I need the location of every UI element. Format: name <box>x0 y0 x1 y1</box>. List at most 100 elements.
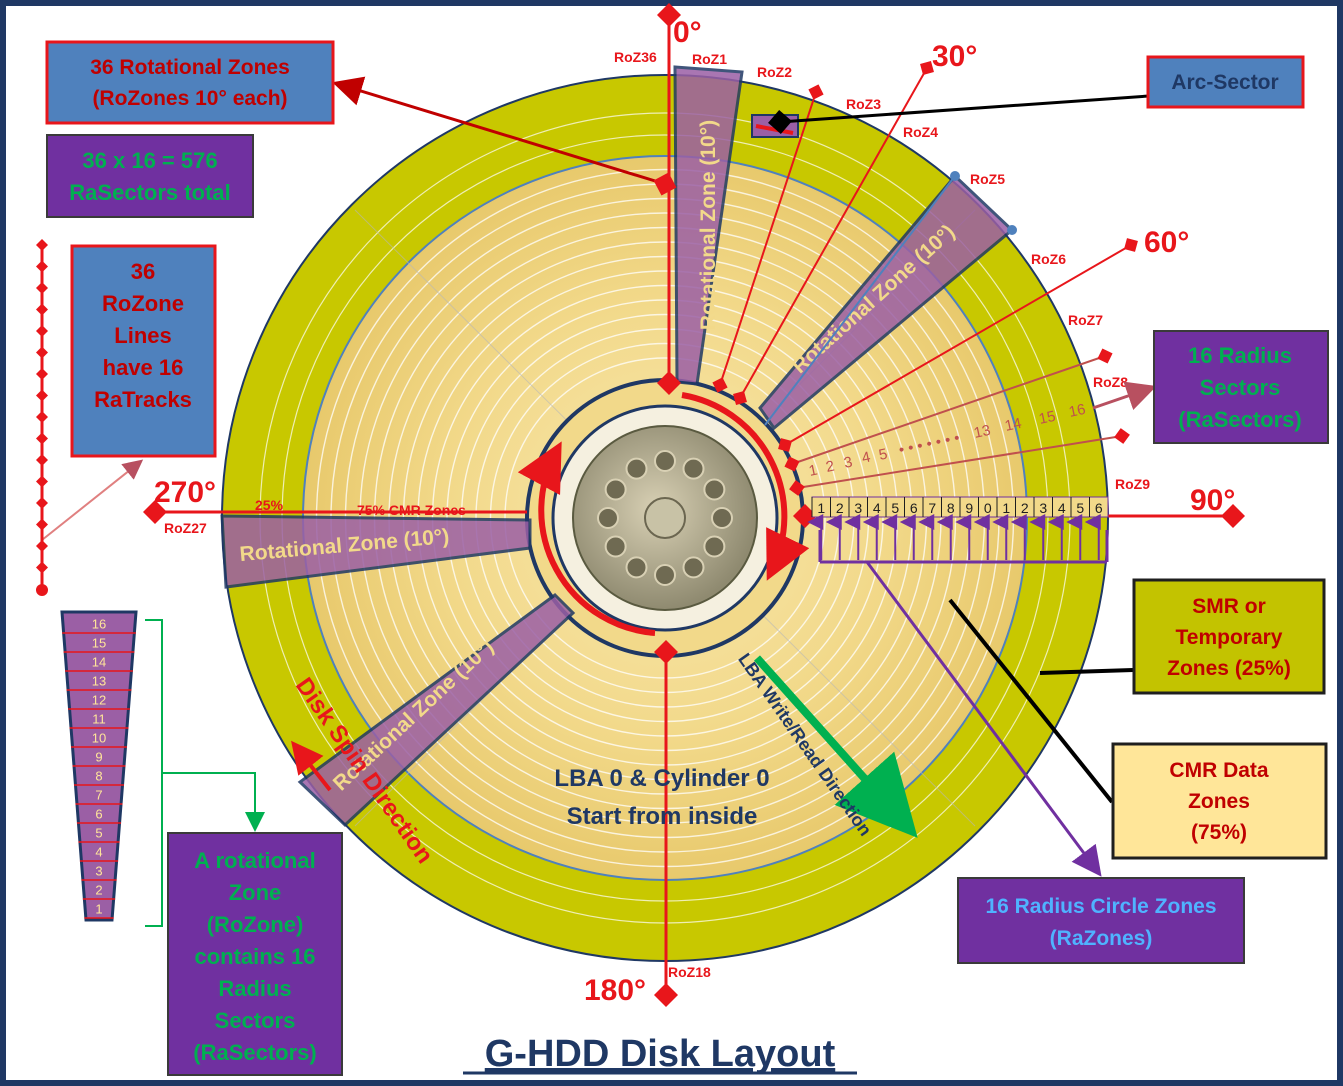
stack-sector-number: 15 <box>92 636 106 651</box>
zone-label-roz18: RoZ18 <box>668 964 711 980</box>
box-smr-zones: SMR or Temporary Zones (25%) <box>1132 578 1326 695</box>
pct-25-label: 25% <box>255 497 284 513</box>
svg-text:(RaSectors): (RaSectors) <box>193 1040 316 1065</box>
line-roz2 <box>712 84 824 393</box>
ra-sector-2: 2 <box>824 458 836 476</box>
stack-sector-number: 5 <box>95 826 102 841</box>
box-cmr-zones: CMR Data Zones (75%) <box>1111 742 1328 860</box>
zone-label-roz6: RoZ6 <box>1031 251 1066 267</box>
angle-270: 270° <box>154 476 216 509</box>
svg-text:(RaSectors): (RaSectors) <box>1178 407 1301 432</box>
zone-label-roz4: RoZ4 <box>903 124 938 140</box>
angle-60: 60° <box>1144 226 1189 259</box>
box-rotational-zone-contains: A rotational Zone (RoZone) contains 16 R… <box>167 832 343 1076</box>
stack-sector-number: 10 <box>92 731 106 746</box>
box-rozone-lines: 36 RoZone Lines have 16 RaTracks <box>70 244 217 458</box>
svg-text:RoZone: RoZone <box>102 291 184 316</box>
zone-label-roz1: RoZ1 <box>692 51 727 67</box>
svg-text:(RoZones 10° each): (RoZones 10° each) <box>92 87 287 110</box>
center-text-line2: Start from inside <box>567 803 758 830</box>
svg-text:Zones: Zones <box>1188 790 1250 813</box>
zone-label-roz9: RoZ9 <box>1115 476 1150 492</box>
page-title: G-HDD Disk Layout <box>485 1033 836 1075</box>
stack-sector-number: 8 <box>95 769 102 784</box>
stack-sector-number: 14 <box>92 655 106 670</box>
box-radius-sectors: 16 Radius Sectors (RaSectors) <box>1153 330 1329 444</box>
ra-sector-13: 13 <box>972 422 992 442</box>
svg-text:have 16: have 16 <box>103 355 184 380</box>
stack-sector-number: 12 <box>92 693 106 708</box>
track-number: 1 <box>817 500 825 516</box>
angle-90: 90° <box>1190 484 1235 517</box>
ra-sector-5: 5 <box>877 446 889 464</box>
center-text-line1: LBA 0 & Cylinder 0 <box>554 765 769 792</box>
stack-sector-number: 7 <box>95 788 102 803</box>
annotation-arrows <box>41 76 1178 927</box>
zone-label-roz36: RoZ36 <box>614 49 657 65</box>
stack-sector-number: 16 <box>92 617 106 632</box>
box-radius-circle-zones: 16 Radius Circle Zones (RaZones) <box>957 877 1245 964</box>
track-number: 8 <box>947 500 955 516</box>
svg-text:Sectors: Sectors <box>215 1008 296 1033</box>
svg-text:Zone: Zone <box>229 880 282 905</box>
svg-text:CMR Data: CMR Data <box>1169 759 1268 782</box>
track-number: 0 <box>984 500 992 516</box>
svg-text:Temporary: Temporary <box>1176 626 1283 649</box>
pct-75-cmr-label: 75% CMR Zones <box>357 502 466 518</box>
rozone-line-chain <box>36 239 48 596</box>
angle-lines: 0° 30° 60° 90° 180° 270° RoZ36 RoZ1 RoZ2… <box>143 3 1245 1007</box>
svg-text:Lines: Lines <box>114 323 171 348</box>
zone-label-roz7: RoZ7 <box>1068 312 1103 328</box>
svg-text:16 Radius: 16 Radius <box>1188 343 1292 368</box>
angle-30: 30° <box>932 40 977 73</box>
spin-arrows <box>517 392 810 636</box>
svg-text:Zones (25%): Zones (25%) <box>1167 657 1291 680</box>
hub-screw-holes <box>597 450 733 586</box>
ra-sector-16: 16 <box>1067 401 1087 421</box>
zone-label-roz2: RoZ2 <box>757 64 792 80</box>
track-number: 9 <box>965 500 973 516</box>
ra-sector-14: 14 <box>1003 415 1023 435</box>
svg-text:16 Radius Circle Zones: 16 Radius Circle Zones <box>985 895 1216 918</box>
svg-text:Radius: Radius <box>218 976 291 1001</box>
svg-text:RaTracks: RaTracks <box>94 387 192 412</box>
svg-text:(RoZone): (RoZone) <box>207 912 304 937</box>
svg-text:(75%): (75%) <box>1191 821 1247 844</box>
ra-sector-3: 3 <box>842 454 854 472</box>
wedge-label-roz1: Rotational Zone (10°) <box>697 120 720 330</box>
stack-sector-number: 13 <box>92 674 106 689</box>
stack-sector-number: 1 <box>95 902 102 917</box>
ra-sector-1: 1 <box>807 462 819 480</box>
svg-text:Arc-Sector: Arc-Sector <box>1171 71 1278 94</box>
stack-sector-number: 6 <box>95 807 102 822</box>
ra-sector-15: 15 <box>1037 408 1057 428</box>
box-rotational-zones: 36 Rotational Zones (RoZones 10° each) <box>45 40 335 125</box>
track-number: 7 <box>928 500 936 516</box>
zone-label-roz3: RoZ3 <box>846 96 881 112</box>
track-number: 3 <box>1039 500 1047 516</box>
svg-text:A rotational: A rotational <box>194 848 315 873</box>
angle-0: 0° <box>673 16 702 49</box>
track-number: 6 <box>910 500 918 516</box>
angle-180: 180° <box>584 974 646 1007</box>
stack-sector-number: 2 <box>95 883 102 898</box>
track-number: 5 <box>891 500 899 516</box>
stack-sector-number: 9 <box>95 750 102 765</box>
track-number: 3 <box>854 500 862 516</box>
ra-sector-4: 4 <box>860 449 872 467</box>
stack-sector-number: 4 <box>95 845 102 860</box>
track-number: 6 <box>1095 500 1103 516</box>
track-number: 5 <box>1076 500 1084 516</box>
track-number: 1 <box>1002 500 1010 516</box>
track-number: 2 <box>836 500 844 516</box>
svg-text:SMR or: SMR or <box>1192 595 1266 618</box>
stack-sector-number: 3 <box>95 864 102 879</box>
svg-text:contains 16: contains 16 <box>194 944 315 969</box>
box-ra-sectors-total: 36 x 16 = 576 RaSectors total <box>46 134 254 218</box>
wedge-roz22 <box>297 593 576 828</box>
svg-text:RaSectors total: RaSectors total <box>69 180 230 205</box>
